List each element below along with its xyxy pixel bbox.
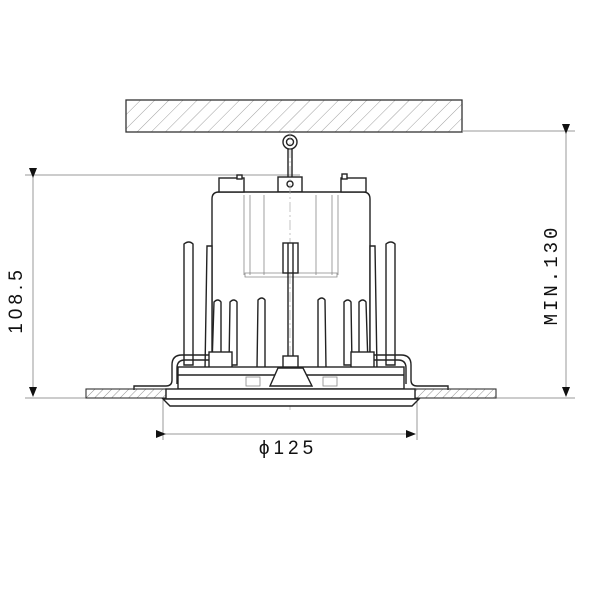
spring-posts [183,241,396,371]
extension-lines [25,130,575,440]
dimension-clearance: MIN.130 [541,124,570,397]
dimension-diameter: ϕ125 [156,430,416,459]
dimension-height-label: 108.5 [6,266,27,334]
dimension-clearance-label: MIN.130 [541,225,563,326]
heat-sink-fins [208,297,375,371]
ceiling-slab [125,99,463,133]
dimension-height: 108.5 [6,168,37,397]
dimension-diameter-label: ϕ125 [259,438,317,459]
trim-bezel [161,388,421,407]
driver-housing [211,130,371,410]
central-rod [282,242,299,369]
spring-clips [133,354,449,390]
led-module [177,366,405,390]
